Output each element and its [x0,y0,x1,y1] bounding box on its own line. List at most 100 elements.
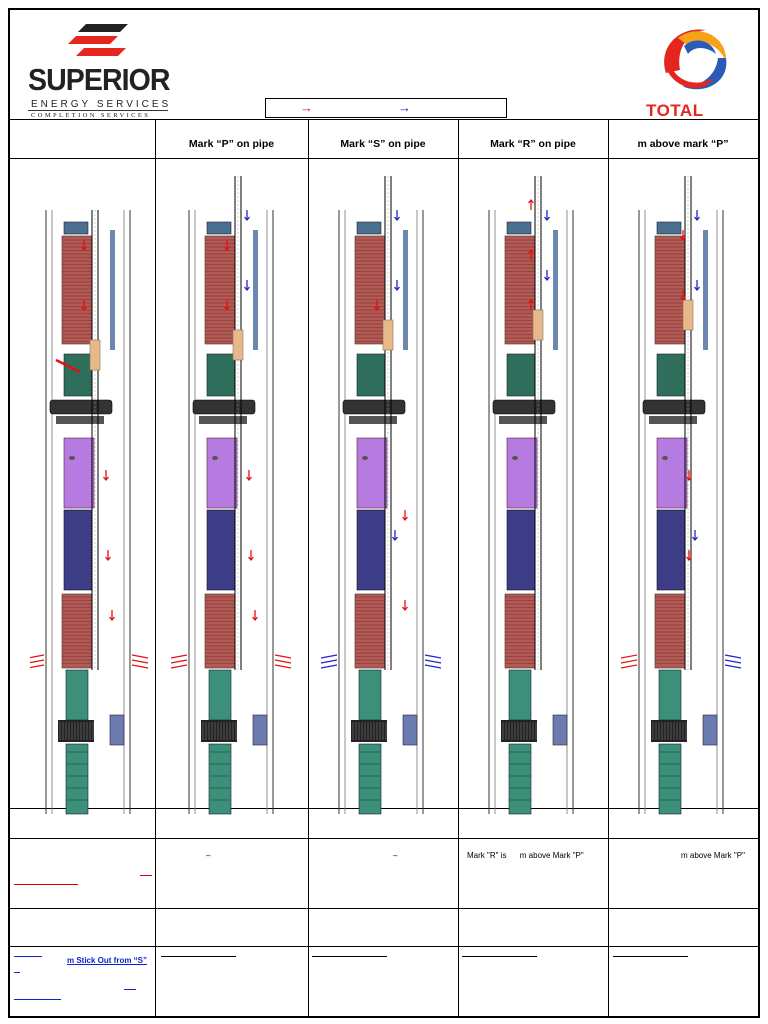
ported-sub [506,437,538,509]
superior-subline-2: COMPLETION SERVICES [31,112,151,119]
outflow-arrow [424,664,442,669]
ratchet-ring [501,720,537,742]
link-underline [14,999,61,1000]
link-underline [124,989,136,990]
tool-schematic [620,176,742,815]
flow-arrow-head [81,306,87,312]
collar-ring [56,416,104,424]
row-divider [10,946,758,947]
outer-sleeve [703,230,708,350]
procedure-grid: Mark “P” on pipe Mark “S” on pipe Mark “… [10,120,758,1016]
flow-arrow-head [544,216,550,222]
outflow-arrow [724,654,742,659]
mule-shoe [358,743,382,815]
tool-schematic [30,210,149,815]
mule-shoe [658,743,682,815]
row-divider [10,808,758,809]
link-underline [14,972,20,973]
outflow-arrow [131,659,149,664]
flow-arrow-head [81,246,87,252]
flow-arrow-head [694,216,700,222]
outer-sleeve [403,230,408,350]
top-sub [656,221,682,235]
outflow-arrow [30,664,45,669]
tool-diagram-stage-1 [168,170,298,816]
tool-diagram-stage-3 [468,170,598,816]
collar-ring [199,416,247,424]
superior-divider [28,110,168,111]
collar [342,399,406,415]
row-b-col1-text: – [206,851,211,860]
flow-arrow-head [686,476,692,482]
outflow-arrow [30,654,45,659]
completion-procedure-sheet: SUPERIOR ENERGY SERVICES COMPLETION SERV… [8,8,760,1018]
column-divider [458,120,459,1016]
bottom-sub [658,669,682,721]
ratchet-ring [201,720,237,742]
mule-shoe [208,743,232,815]
superior-mark-icon [68,24,128,56]
outflow-arrow [620,664,638,669]
tool-diagram-stage-0 [30,170,150,816]
outflow-arrow [424,654,442,659]
mule-shoe [508,743,532,815]
flow-arrow-head [680,236,686,242]
crossover-tool [682,299,694,331]
collar-ring [499,416,547,424]
outflow-arrow [170,654,188,659]
outflow-arrow [320,659,338,664]
column-header-above-p: m above mark “P” [637,138,729,150]
top-sub [356,221,382,235]
entry-line [613,956,688,957]
red-underline [14,884,78,885]
crossover-tool [89,339,101,371]
port-hole [69,456,75,460]
outflow-arrow [131,664,149,669]
bottom-sub [208,669,232,721]
superior-logo: SUPERIOR ENERGY SERVICES COMPLETION SERV… [28,22,178,119]
tool-diagram-stage-4 [618,170,748,816]
ratchet-ring [58,720,94,742]
row-b-col4-text: m above Mark "P" [681,851,745,860]
flow-arrow-head [544,276,550,282]
collar [492,399,556,415]
outer-sleeve [253,230,258,350]
tool-schematic [320,176,442,815]
flow-arrow-head [394,286,400,292]
flow-legend: → → [265,98,507,118]
lower-screen [204,593,236,669]
packer-element [506,353,536,397]
spacer-section [63,509,93,591]
packer-element [206,353,236,397]
crossover-tool [532,309,544,341]
port-hole [212,456,218,460]
outflow-arrow [620,659,638,664]
flow-arrow-head [103,476,109,482]
bottom-sub [65,669,89,721]
total-mark-icon [659,26,727,94]
top-sub [63,221,89,235]
bottom-sub [358,669,382,721]
superior-wordmark: SUPERIOR [28,62,171,97]
bottom-sub [508,669,532,721]
outflow-arrow [131,654,149,659]
column-header-mark-s: Mark “S” on pipe [340,138,426,150]
outflow-arrow [424,659,442,664]
flow-arrow-head [686,556,692,562]
flow-arrow-head [394,216,400,222]
ratchet-ring [351,720,387,742]
lower-screen [354,593,386,669]
collar [49,399,113,415]
ratchet-ring [651,720,687,742]
entry-line [312,956,387,957]
red-arrow-icon: → [300,100,313,115]
collar-ring [649,416,697,424]
red-underline [140,875,152,876]
port-hole [512,456,518,460]
column-divider [608,120,609,1016]
mule-shoe [65,743,89,815]
flow-arrow-head [224,246,230,252]
flow-arrow-head [528,298,534,304]
stick-out-link[interactable]: m Stick Out from “S” [67,956,148,965]
collar [192,399,256,415]
